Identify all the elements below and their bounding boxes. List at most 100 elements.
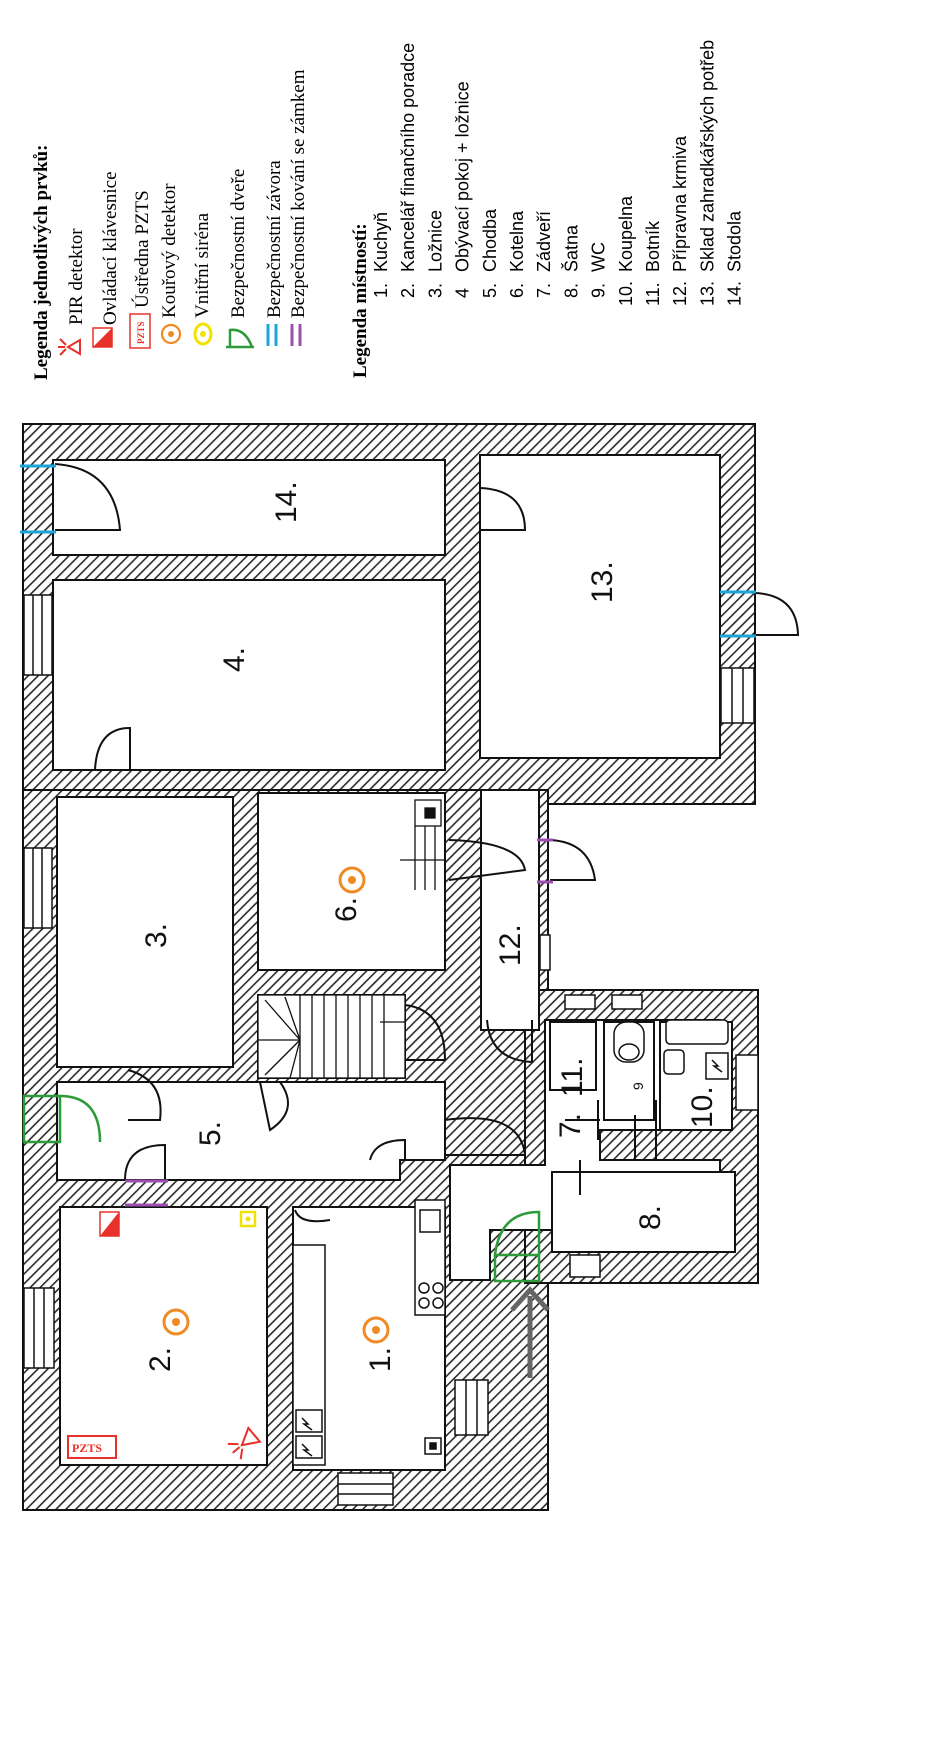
building: 14. 13. 4. 3. 6. 12. 5. 11. 7. 9 10. 8. … [20, 423, 800, 1511]
room-label-13: 13. [586, 561, 619, 603]
room-label-11: 11. [556, 1058, 589, 1097]
room-legend-name: Koupelna [616, 195, 636, 272]
doors [54, 463, 800, 1223]
legend-smoke-detector-icon [160, 323, 182, 345]
legend-pzts-panel-icon: PZTS [129, 313, 151, 349]
room-label-7: 7. [554, 1113, 587, 1138]
door [54, 463, 122, 531]
smoke-detector-icon [362, 1316, 390, 1344]
windows [23, 594, 759, 1506]
pzts-badge: PZTS [72, 1441, 102, 1455]
element-legend-title: Legenda jednotlivých prvků: [31, 145, 52, 380]
room-legend-number: 3. [425, 283, 445, 298]
room-legend-name: Přípravna krmiva [670, 135, 690, 272]
legend-pir-icon [58, 338, 81, 356]
room-11-floor [549, 1021, 597, 1091]
pir-detector-icon [227, 1426, 262, 1460]
door [444, 1117, 527, 1156]
bathroom-fixtures [613, 1019, 729, 1080]
legend-label: Bezpečnostní kování se zámkem [288, 69, 309, 318]
legend-keypad-icon [92, 327, 113, 348]
legend-label: Kouřový detektor [159, 183, 180, 318]
room-legend-name: Sklad zahradkářských potřeb [697, 40, 717, 272]
legend-label: Ovládací klávesnice [100, 171, 121, 325]
legend-lock-fitting-icon [290, 324, 302, 346]
smoke-detector-icon [338, 866, 366, 894]
room-legend-name: Botník [643, 220, 663, 272]
window [23, 847, 53, 929]
window [564, 994, 596, 1010]
room-label-14: 14. [270, 481, 303, 523]
room-label-6: 6. [330, 897, 363, 922]
room-label-5: 5. [194, 1121, 227, 1146]
smoke-detector-icon [162, 1308, 190, 1336]
room-label-3: 3. [140, 923, 173, 948]
security-door-icon [22, 1094, 102, 1144]
legend-security-bar-icon [266, 324, 278, 346]
room-legend-name: Kotelna [507, 210, 527, 272]
door [369, 1138, 406, 1161]
entry-arrow-icon [510, 1286, 550, 1378]
room-label-8: 8. [634, 1205, 667, 1230]
door [259, 1081, 289, 1132]
room-legend-name: Ložnice [425, 210, 445, 272]
room-legend-number: 9. [589, 283, 609, 298]
room-legend-number: 7. [534, 283, 554, 298]
room-4-floor [52, 579, 446, 771]
door [294, 1209, 331, 1223]
room-legend-name: WC [589, 242, 609, 272]
room-legend-number: 14. [725, 281, 745, 306]
security-door-icon [493, 1210, 541, 1283]
room-label-2: 2. [144, 1347, 177, 1372]
legend-security-door-icon [226, 328, 254, 349]
room-2-floor [59, 1206, 268, 1466]
legend-label: Bezpečnostní závora [264, 160, 285, 318]
legend-label: Vnitřní siréna [192, 212, 213, 318]
door [127, 1069, 162, 1121]
room-label-9: 9 [630, 1082, 646, 1090]
element-legend: Legenda jednotlivých prvků: PIR detektor… [31, 69, 309, 380]
door [124, 1143, 166, 1181]
door [94, 726, 131, 771]
room-legend-number: 6. [507, 283, 527, 298]
room-label-4: 4. [218, 647, 251, 672]
window [454, 1379, 489, 1436]
door [549, 839, 597, 881]
room-legend-name: Šatna [560, 224, 581, 272]
window [23, 1287, 55, 1369]
room-legend-number: 12. [670, 281, 690, 306]
room-14-floor [52, 459, 446, 556]
kitchen-units [292, 1199, 446, 1466]
room-legend-name: Zádveří [534, 211, 554, 272]
window [735, 1054, 759, 1111]
legend-label: Bezpečnostní dveře [228, 169, 249, 318]
room-5-floor [56, 1081, 446, 1181]
room-legend-name: Kancelář finančního poradce [398, 43, 418, 272]
window [23, 594, 53, 676]
window [337, 1472, 394, 1506]
staircase [257, 799, 446, 1079]
legend-label: Ústředna PZTS [131, 190, 153, 308]
window [720, 667, 755, 724]
room-legend-number: 10. [616, 281, 636, 306]
room-8-floor [551, 1171, 736, 1253]
door [486, 1019, 533, 1064]
room-label-12: 12. [494, 924, 527, 966]
room-label-10: 10. [686, 1086, 719, 1128]
door [754, 592, 800, 636]
room-legend-number: 2. [398, 283, 418, 298]
room-legend-number: 1. [371, 283, 391, 298]
room-labels: 14. 13. 4. 3. 6. 12. 5. 11. 7. 9 10. 8. … [140, 481, 719, 1372]
siren-icon [239, 1210, 257, 1228]
room-legend-number: 11. [643, 282, 663, 306]
room-legend-name: Stodola [725, 210, 745, 272]
partitions [565, 1100, 690, 1195]
room-legend-number: 13. [697, 281, 717, 306]
room-legend-number: 8. [561, 283, 581, 298]
door [448, 839, 527, 881]
room-3-floor [56, 796, 234, 1068]
security-devices: PZTS [20, 464, 756, 1460]
room-legend-name: Chodba [480, 208, 500, 272]
room-12-floor [480, 789, 540, 1031]
